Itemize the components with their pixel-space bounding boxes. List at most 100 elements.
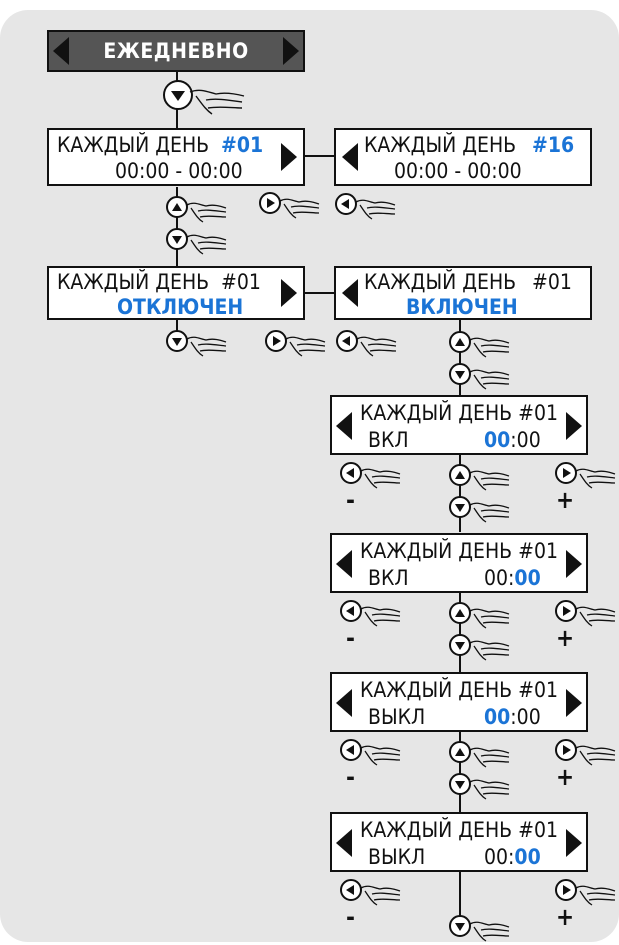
minutes-value: 00 [516, 705, 541, 729]
mode-label: ВКЛ [368, 566, 409, 590]
mode-label: ВЫКЛ [368, 705, 426, 729]
hand-pointer-icon [469, 921, 510, 942]
screen-label: КАЖДЫЙ ДЕНЬ #01 [360, 401, 558, 425]
hand-pointer-icon [469, 747, 510, 768]
arrow-left-icon [342, 279, 358, 307]
minus-label: - [346, 903, 355, 931]
plus-right-button[interactable] [555, 600, 577, 622]
right-button[interactable] [259, 192, 281, 214]
down-button[interactable] [449, 363, 471, 385]
minus-left-button[interactable] [340, 739, 362, 761]
minus-left-button[interactable] [340, 462, 362, 484]
hand-pointer-icon [355, 199, 396, 220]
minus-left-button[interactable] [340, 600, 362, 622]
time-value: 00:00 [484, 568, 541, 589]
up-button[interactable] [449, 602, 471, 624]
mode-label: ВКЛ [368, 428, 409, 452]
screen-status-on: КАЖДЫЙ ДЕНЬ #01 ВКЛЮЧЕН [334, 266, 592, 320]
hours-value: 00 [484, 845, 509, 869]
time-separator: : [508, 845, 515, 869]
left-button[interactable] [335, 193, 357, 215]
arrow-right-icon[interactable] [283, 37, 299, 65]
arrow-left-icon [336, 829, 352, 857]
hand-pointer-icon [469, 337, 510, 358]
minus-left-button[interactable] [340, 879, 362, 901]
hand-pointer-icon [285, 336, 326, 357]
status-text: ВКЛЮЧЕН [406, 295, 518, 319]
right-button[interactable] [265, 330, 287, 352]
screen-everyday-16: КАЖДЫЙ ДЕНЬ #16 00:00 - 00:00 [334, 128, 592, 186]
screen-label: КАЖДЫЙ ДЕНЬ [364, 270, 517, 294]
mode-label: ВЫКЛ [368, 845, 426, 869]
up-button[interactable] [449, 331, 471, 353]
screen-label: КАЖДЫЙ ДЕНЬ [57, 270, 210, 294]
left-button[interactable] [336, 330, 358, 352]
hand-pointer-icon [279, 198, 320, 219]
up-button[interactable] [449, 464, 471, 486]
screen-status-off: КАЖДЫЙ ДЕНЬ #01 ОТКЛЮЧЕН [47, 266, 305, 320]
screen-everyday-01: КАЖДЫЙ ДЕНЬ #01 00:00 - 00:00 [47, 128, 305, 186]
hand-pointer-icon [189, 89, 245, 115]
plus-right-button[interactable] [555, 879, 577, 901]
hand-pointer-icon [360, 606, 401, 627]
hand-pointer-icon [469, 640, 510, 661]
hand-pointer-icon [360, 468, 401, 489]
plus-right-button[interactable] [555, 739, 577, 761]
down-button[interactable] [449, 773, 471, 795]
time-range: 00:00 - 00:00 [115, 159, 243, 183]
minus-label: - [346, 486, 355, 514]
hours-value: 00 [484, 705, 511, 729]
hand-pointer-icon [186, 234, 227, 255]
minus-label: - [346, 763, 355, 791]
arrow-right-icon [566, 689, 582, 717]
time-value: 00:00 [484, 707, 541, 728]
arrow-left-icon [336, 550, 352, 578]
arrow-right-icon [566, 829, 582, 857]
plus-right-button[interactable] [555, 462, 577, 484]
program-number: #01 [532, 270, 572, 294]
minus-label: - [346, 624, 355, 652]
time-separator: : [508, 566, 515, 590]
screen-label: КАЖДЫЙ ДЕНЬ #01 [360, 539, 558, 563]
mode-header: ЕЖЕДНЕВНО [47, 30, 305, 72]
down-button[interactable] [449, 496, 471, 518]
time-value: 00:00 [484, 847, 541, 868]
down-button[interactable] [166, 228, 188, 250]
hand-pointer-icon [186, 336, 227, 357]
hand-pointer-icon [356, 336, 397, 357]
up-button[interactable] [449, 741, 471, 763]
hand-pointer-icon [469, 470, 510, 491]
plus-label: + [556, 624, 575, 652]
down-button[interactable] [163, 80, 193, 110]
arrow-left-icon[interactable] [53, 37, 69, 65]
time-value: 00:00 [484, 430, 541, 451]
arrow-right-icon [281, 279, 297, 307]
screen-label: КАЖДЫЙ ДЕНЬ [364, 133, 517, 157]
arrow-left-icon [336, 412, 352, 440]
down-button[interactable] [449, 634, 471, 656]
down-button[interactable] [449, 915, 471, 937]
hand-pointer-icon [360, 745, 401, 766]
time-separator: : [510, 428, 517, 452]
hand-pointer-icon [469, 779, 510, 800]
arrow-right-icon [566, 412, 582, 440]
arrow-left-icon [342, 143, 358, 171]
minutes-value: 00 [514, 845, 541, 869]
time-separator: : [510, 705, 517, 729]
program-number: #01 [221, 133, 264, 157]
arrow-right-icon [566, 550, 582, 578]
screen-label: КАЖДЫЙ ДЕНЬ #01 [360, 818, 558, 842]
screen-label: КАЖДЫЙ ДЕНЬ #01 [360, 678, 558, 702]
mode-title: ЕЖЕДНЕВНО [103, 39, 249, 63]
arrow-left-icon [336, 689, 352, 717]
hand-pointer-icon [575, 606, 616, 627]
plus-label: + [556, 763, 575, 791]
down-button[interactable] [166, 330, 188, 352]
up-button[interactable] [166, 196, 188, 218]
minutes-value: 00 [516, 428, 541, 452]
hand-pointer-icon [469, 369, 510, 390]
hours-value: 00 [484, 428, 511, 452]
hand-pointer-icon [575, 468, 616, 489]
